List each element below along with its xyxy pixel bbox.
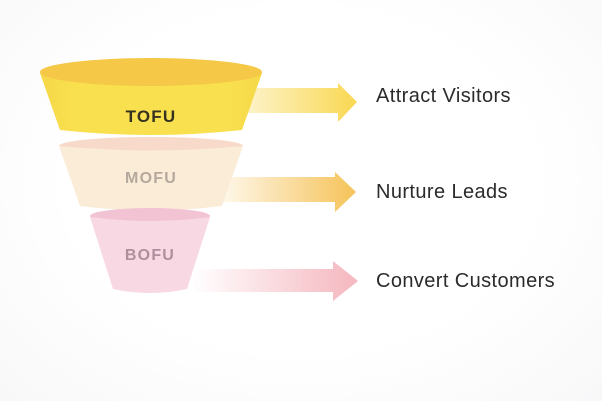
tofu-top-rim bbox=[40, 58, 262, 86]
arrow-nurture-leads bbox=[205, 172, 356, 212]
arrow-convert-customers bbox=[195, 261, 358, 301]
tofu-body-shape bbox=[40, 73, 262, 135]
mofu-body-shape bbox=[59, 146, 243, 211]
funnel-tier-mofu bbox=[59, 137, 243, 211]
stage-label-nurture-leads: Nurture Leads bbox=[376, 181, 508, 203]
bofu-body-shape bbox=[90, 217, 210, 293]
mofu-label: MOFU bbox=[125, 170, 177, 187]
tofu-label: TOFU bbox=[125, 107, 177, 126]
funnel-tier-tofu bbox=[40, 58, 262, 135]
stage-label-convert-customers: Convert Customers bbox=[376, 270, 556, 292]
stage-label-attract-visitors: Attract Visitors bbox=[376, 85, 511, 107]
bofu-label: BOFU bbox=[124, 247, 176, 264]
funnel-tier-bofu bbox=[90, 208, 210, 293]
